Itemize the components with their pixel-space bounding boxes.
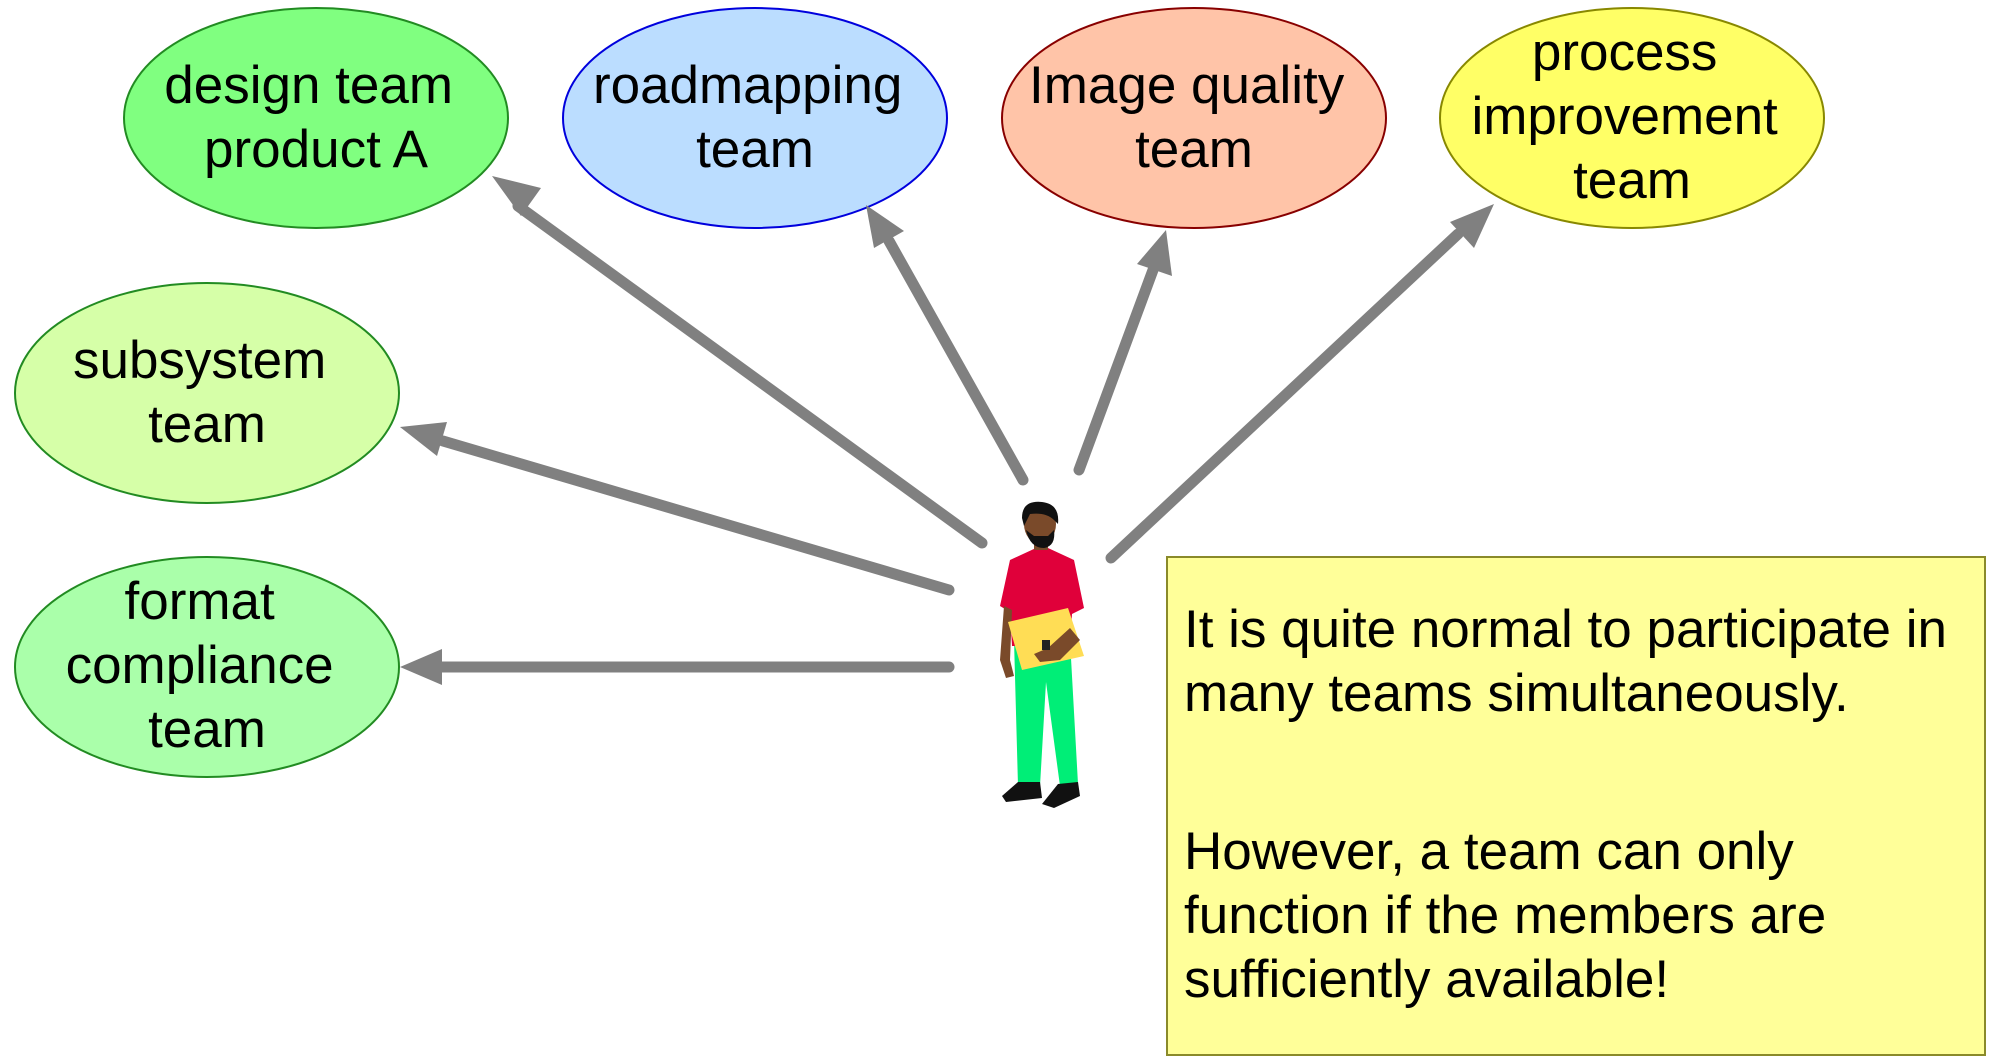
- team-format-compliance: format compliance team: [14, 556, 400, 778]
- arrow-to-format-compliance-team: [400, 649, 955, 685]
- note-paragraph: It is quite normal to participate in man…: [1184, 600, 1947, 723]
- arrow-shaft: [1073, 264, 1159, 476]
- svg-text:Image quality team: Image quality team: [1029, 56, 1359, 179]
- person-shoe-left: [1002, 782, 1042, 802]
- arrow-to-image-quality-team: [1073, 230, 1172, 476]
- team-label-line: format: [125, 572, 275, 631]
- svg-text:roadmapping team: roadmapping team: [593, 56, 917, 179]
- team-ellipse: [14, 282, 400, 504]
- team-label-line: subsystem: [73, 331, 326, 390]
- person-figure: [1000, 501, 1084, 808]
- team-label-line: team: [696, 120, 814, 179]
- team-label-line: roadmapping: [593, 56, 902, 115]
- arrow-shaft: [1105, 228, 1464, 564]
- svg-text:subsystem team: subsystem team: [73, 331, 341, 454]
- arrow-head: [1137, 230, 1172, 276]
- arrow-head: [400, 422, 447, 456]
- svg-text:process improvement: process improvement team: [1471, 23, 1792, 210]
- arrow-shaft: [512, 200, 988, 549]
- svg-text:format compliance: format compliance team: [66, 572, 349, 759]
- arrow-head: [492, 176, 541, 216]
- arrow-head: [866, 205, 904, 248]
- svg-text:design team product A: design team product A: [164, 56, 467, 179]
- arrow-head: [1450, 204, 1494, 248]
- team-label-line: improvement: [1471, 87, 1778, 146]
- person-beard: [1026, 530, 1055, 548]
- team-ellipse: [14, 556, 400, 778]
- team-label-line: Image quality: [1029, 56, 1345, 115]
- team-label-line: product A: [204, 120, 429, 179]
- team-process-improvement: process improvement team: [1439, 7, 1825, 229]
- arrow-shaft: [883, 235, 1029, 486]
- team-label-line: process: [1532, 23, 1718, 82]
- person-trousers: [1014, 640, 1078, 786]
- team-label-line: team: [1573, 151, 1691, 210]
- team-ellipse: [1001, 7, 1387, 229]
- team-subsystem: subsystem team: [14, 282, 400, 504]
- note-paragraph: However, a team can only function if the…: [1184, 822, 1827, 1009]
- arrow-to-process-improvement-team: [1105, 204, 1494, 564]
- team-image-quality: Image quality team: [1001, 7, 1387, 229]
- team-ellipse: [1439, 7, 1825, 229]
- watch-icon: [1042, 640, 1050, 650]
- team-roadmapping: roadmapping team: [562, 7, 948, 229]
- note-box: It is quite normal to participate in man…: [1166, 556, 1986, 1056]
- arrow-to-subsystem-team: [400, 422, 955, 596]
- team-design: design team product A: [123, 7, 509, 229]
- arrow-head: [400, 649, 442, 685]
- arrow-to-design-team: [492, 176, 988, 549]
- person-hair: [1022, 501, 1059, 526]
- arrow-to-roadmapping-team: [866, 205, 1029, 486]
- person-hand: [1034, 628, 1080, 662]
- team-label-line: team: [148, 395, 266, 454]
- team-ellipse: [562, 7, 948, 229]
- team-label-line: team: [148, 700, 266, 759]
- team-label-line: compliance: [66, 636, 334, 695]
- team-label-line: team: [1135, 120, 1253, 179]
- team-label-line: design team: [164, 56, 453, 115]
- arrow-shaft: [437, 435, 955, 596]
- team-ellipse: [123, 7, 509, 229]
- person-shoe-right: [1042, 782, 1080, 808]
